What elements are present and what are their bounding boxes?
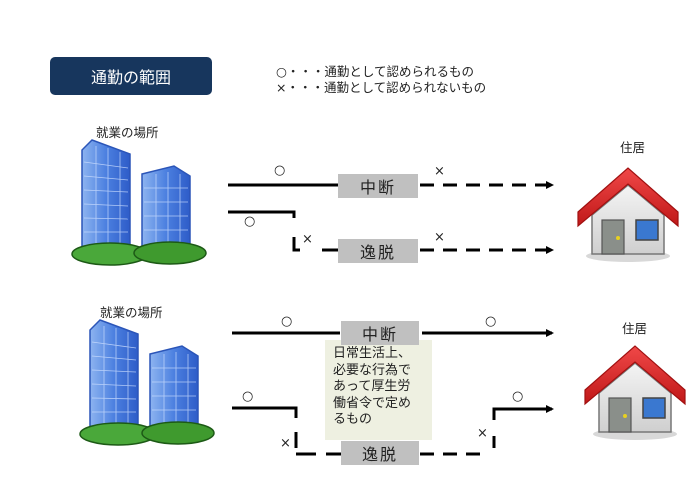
page-title: 通勤の範囲 [90,68,171,87]
office-buildings-icon-top [71,139,207,266]
exception-note-line: 必要な行為で [333,362,412,378]
mark-bottom-deviation-end: × [477,426,488,441]
mark-bottom-after-deviation: ○ [512,389,524,404]
house-icon-bottom [584,345,686,441]
exception-note-line: 働省令で定め [333,395,412,411]
mark-top-before-deviation: ○ [244,214,256,229]
mark-top-before-interruption: ○ [274,163,286,178]
mark-top-after-interruption: × [434,164,445,179]
exception-note: 日常生活上、 必要な行為で あって厚生労 働省令で定め るもの [325,340,432,440]
exception-note-line: るもの [333,412,373,427]
mark-bottom-before-interruption: ○ [281,314,293,329]
mark-bottom-before-deviation: ○ [242,389,254,404]
route-bottom-return-to-route [492,405,554,420]
top-routes [228,181,554,254]
interruption-tag-bottom: 中断 [341,321,419,345]
exception-note-line: 日常生活上、 [333,346,412,361]
deviation-tag-bottom: 逸脱 [341,441,419,465]
legend: ○・・・通勤として認められるもの ×・・・通勤として認められないもの [276,64,486,96]
route-top-deviation-solid [228,210,296,218]
office-buildings-icon-bottom [79,319,215,446]
bottom-routes [232,329,554,456]
house-icon-top [577,167,679,263]
exception-note-line: あって厚生労 [333,379,411,394]
residence-label-bottom: 住居 [622,321,648,336]
residence-label-top: 住居 [620,140,646,155]
mark-top-deviation-start: × [302,232,313,247]
workplace-label-bottom: 就業の場所 [100,305,163,320]
interruption-label-top: 中断 [359,178,396,197]
legend-allowed: ○・・・通勤として認められるもの [276,64,475,79]
mark-bottom-deviation-start: × [280,436,291,451]
deviation-tag-top: 逸脱 [338,239,418,263]
legend-not-allowed: ×・・・通勤として認められないもの [276,80,487,95]
deviation-label-top: 逸脱 [359,243,396,262]
interruption-tag-top: 中断 [338,174,418,198]
route-top-deviation-corner [292,237,300,252]
route-bottom-deviation-start [232,406,298,418]
mark-bottom-after-interruption: ○ [485,314,497,329]
mark-top-after-deviation: × [434,230,445,245]
interruption-label-bottom: 中断 [361,325,398,344]
workplace-label-top: 就業の場所 [96,125,159,140]
title-badge: 通勤の範囲 [50,57,212,95]
deviation-label-bottom: 逸脱 [361,445,398,464]
